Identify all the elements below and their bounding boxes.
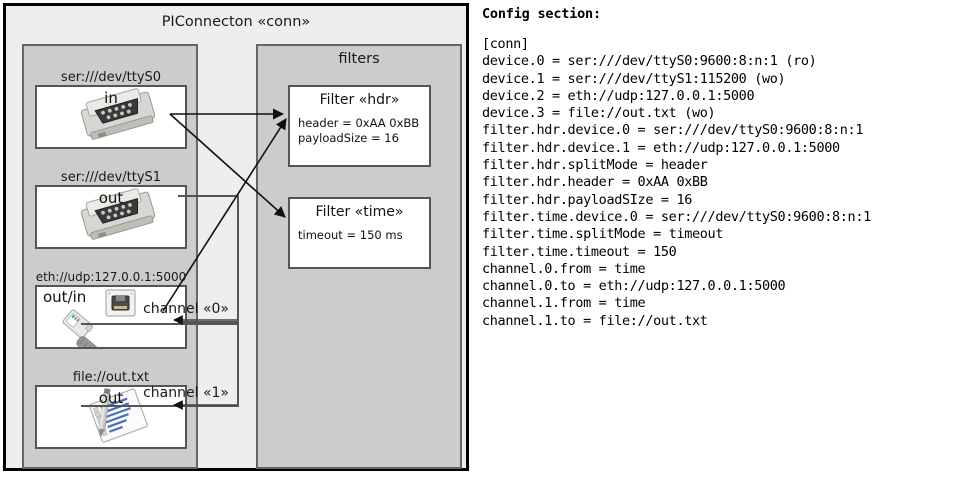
diagram-title: PIConnecton «conn» bbox=[161, 14, 311, 30]
config-line: filter.hdr.device.1 = eth://udp:127.0.0.… bbox=[482, 139, 840, 156]
config-line: channel.0.from = time bbox=[482, 260, 646, 277]
config-lines-list: [conn]device.0 = ser:///dev/ttyS0:9600:8… bbox=[482, 36, 960, 330]
filter-time-properties: timeout = 150 ms bbox=[298, 228, 403, 242]
filter-hdr-box[interactable]: Filter «hdr» header = 0xAA 0xBB payloadS… bbox=[288, 85, 431, 167]
filter-hdr-title: Filter «hdr» bbox=[319, 92, 400, 108]
device-eth[interactable]: eth://udp:127.0.0.1:5000 out/in bbox=[35, 270, 187, 349]
device-ttyS0-direction: in bbox=[104, 89, 118, 107]
connector-diagram-frame: PIConnecton «conn» ser:///dev/ttyS0 in bbox=[3, 3, 469, 471]
device-ttyS1-box[interactable]: out bbox=[35, 185, 187, 249]
device-eth-box[interactable]: out/in bbox=[35, 285, 187, 349]
config-line: filter.hdr.splitMode = header bbox=[482, 157, 708, 174]
config-line: filter.hdr.header = 0xAA 0xBB bbox=[482, 174, 708, 191]
device-ttyS1[interactable]: ser:///dev/ttyS1 out bbox=[35, 170, 187, 249]
serial-port-icon bbox=[37, 187, 185, 247]
config-line: channel.1.to = file://out.txt bbox=[482, 312, 708, 329]
channel-0-label: channel «0» bbox=[143, 301, 229, 317]
config-line: device.1 = ser:///dev/ttyS1:115200 (wo) bbox=[482, 70, 786, 87]
channel-1-box[interactable]: channel «1» bbox=[81, 323, 239, 407]
filter-hdr-properties: header = 0xAA 0xBB payloadSize = 16 bbox=[298, 116, 420, 145]
channel-0-box[interactable]: channel «0» bbox=[143, 195, 239, 323]
config-section-heading: Config section: bbox=[482, 6, 601, 22]
device-ttyS0-label: ser:///dev/ttyS0 bbox=[60, 70, 162, 85]
device-eth-direction: out/in bbox=[43, 288, 87, 306]
config-line: filter.hdr.device.0 = ser:///dev/ttyS0:9… bbox=[482, 122, 864, 139]
channel-1-label: channel «1» bbox=[143, 385, 229, 401]
device-ttyS1-label: ser:///dev/ttyS1 bbox=[60, 170, 162, 185]
filter-time-title: Filter «time» bbox=[315, 204, 404, 220]
device-file-direction: out bbox=[98, 389, 124, 407]
config-line: filter.time.splitMode = timeout bbox=[482, 226, 724, 243]
devices-panel: ser:///dev/ttyS0 in bbox=[22, 44, 198, 469]
device-file-box[interactable]: out bbox=[35, 385, 187, 449]
ethernet-cable-icon bbox=[37, 287, 185, 347]
config-line: channel.0.to = eth://udp:127.0.0.1:5000 bbox=[482, 278, 786, 295]
config-line: device.0 = ser:///dev/ttyS0:9600:8:n:1 (… bbox=[482, 53, 817, 70]
config-line: filter.hdr.payloadSIze = 16 bbox=[482, 191, 692, 208]
config-section: Config section: [conn]device.0 = ser:///… bbox=[482, 6, 960, 330]
config-line: [conn] bbox=[482, 36, 529, 52]
device-file[interactable]: file://out.txt out bbox=[35, 370, 187, 449]
device-file-label: file://out.txt bbox=[72, 370, 150, 385]
config-line: channel.1.from = time bbox=[482, 295, 646, 312]
device-ttyS1-direction: out bbox=[98, 189, 124, 207]
device-eth-label: eth://udp:127.0.0.1:5000 bbox=[35, 270, 187, 284]
config-line: device.3 = file://out.txt (wo) bbox=[482, 105, 716, 122]
filter-time-box[interactable]: Filter «time» timeout = 150 ms bbox=[288, 197, 431, 269]
filters-panel: filters Filter «hdr» header = 0xAA 0xBB … bbox=[256, 44, 462, 469]
device-ttyS0[interactable]: ser:///dev/ttyS0 in bbox=[35, 70, 187, 149]
device-ttyS0-box[interactable]: in bbox=[35, 85, 187, 149]
config-line: filter.time.device.0 = ser:///dev/ttyS0:… bbox=[482, 208, 871, 225]
serial-port-icon bbox=[37, 87, 185, 147]
config-line: device.2 = eth://udp:127.0.0.1:5000 bbox=[482, 87, 755, 104]
config-line: filter.time.timeout = 150 bbox=[482, 243, 677, 260]
filters-panel-title: filters bbox=[338, 51, 380, 67]
